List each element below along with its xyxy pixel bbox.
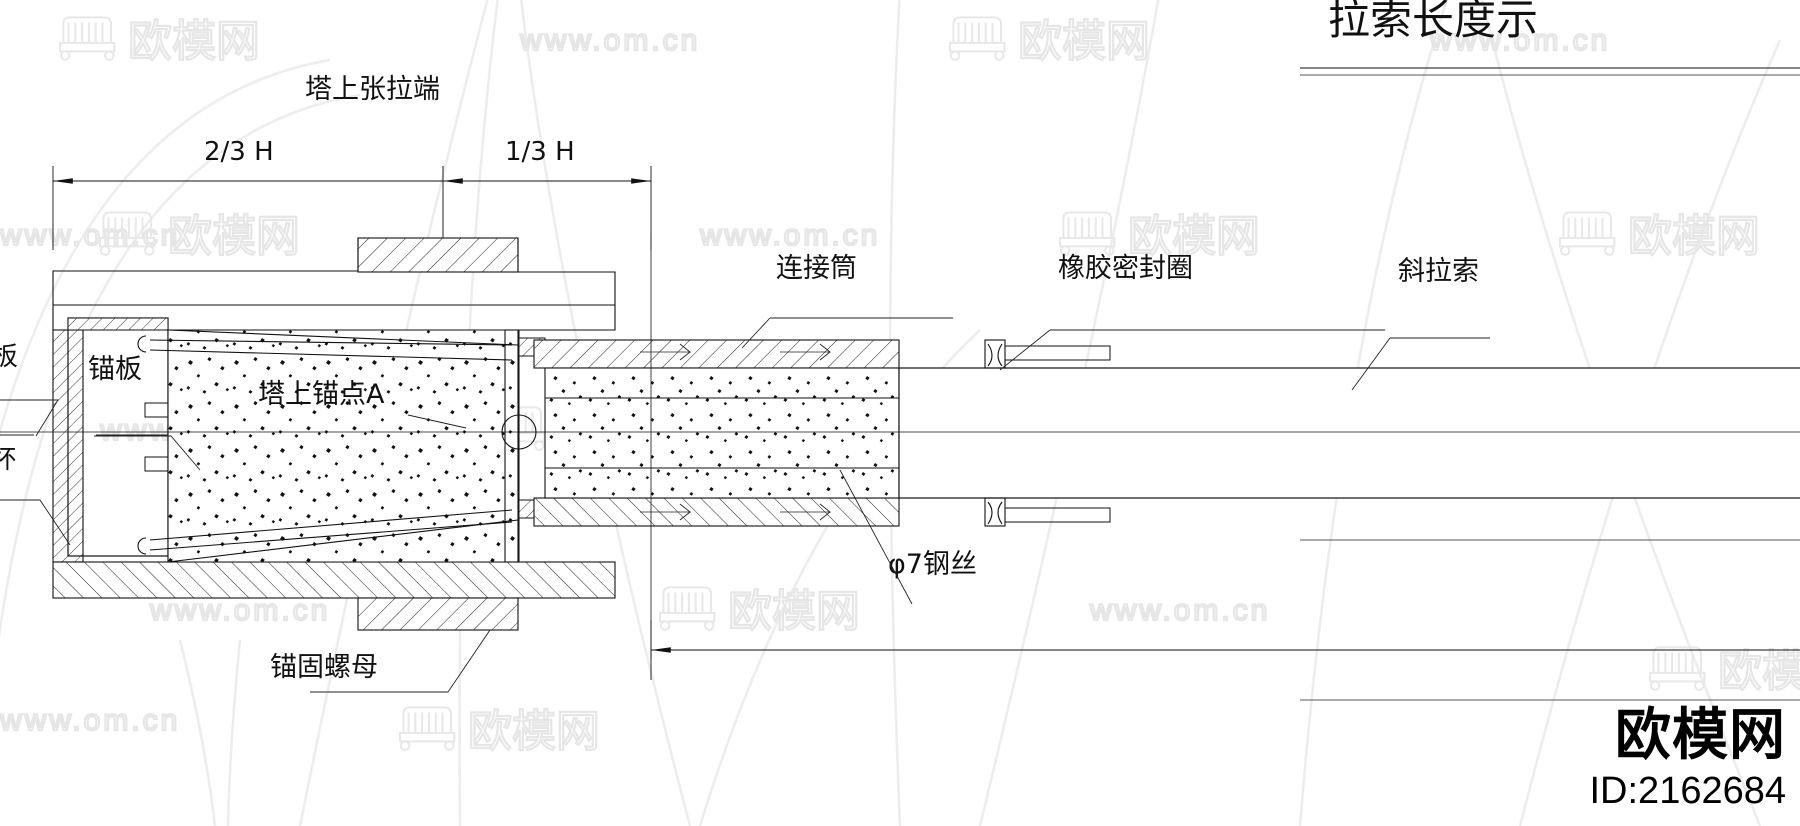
- annotation-text-anchor-point: 塔上锚点A: [258, 379, 385, 410]
- watermark-brand-text: 欧模网: [168, 212, 300, 261]
- anchor-cup-left: [52, 329, 616, 631]
- watermark-tile: www.om.cn: [698, 218, 880, 253]
- annotation-rubber-seal: 橡胶密封圈: [999, 253, 1385, 371]
- drawing-title: 拉索长度示: [1300, 0, 1800, 76]
- annotation-text-anchor-cup-cut: 杯: [0, 445, 16, 475]
- watermark-brand-text: 欧模网: [1628, 212, 1760, 261]
- watermark-brand-text: 欧模网: [128, 17, 260, 66]
- asset-id-text: ID:2162684: [1589, 770, 1787, 812]
- watermark-tile: www.om.cn: [1428, 23, 1610, 58]
- watermark-url-text: www.om.cn: [699, 219, 880, 252]
- watermark-url-text: www.om.cn: [1429, 24, 1610, 57]
- watermark-url-text: www.om.cn: [519, 24, 700, 57]
- drawing-title-text: 拉索长度示: [1328, 0, 1538, 44]
- watermark-url-text: www.om.cn: [0, 704, 180, 737]
- watermark-url-text: www.om.cn: [149, 594, 330, 627]
- annotation-steel-wire: φ7钢丝: [839, 469, 977, 605]
- annotation-anchor-point: 塔上锚点A: [258, 379, 467, 429]
- watermark-brand-text: 欧模网: [1718, 647, 1800, 696]
- concrete-fill-taper: [137, 329, 519, 563]
- watermark-tile: www.om.cn: [148, 593, 330, 628]
- dimension-label-one-third: 1/3 H: [505, 137, 575, 167]
- asset-id: ID:2162684: [1590, 772, 1787, 810]
- annotation-text-stay-cable: 斜拉索: [1398, 256, 1479, 287]
- anchorage-housing-upper: [52, 237, 616, 331]
- annotation-connector-tube: 连接筒: [741, 253, 953, 349]
- cable-sheath-pipe: [898, 367, 1800, 499]
- annotation-anchor-plate-leader: [96, 435, 201, 471]
- site-logo-text: 欧模网: [1615, 703, 1786, 768]
- connector-tube: [533, 339, 900, 527]
- watermark-tile: 欧模网: [58, 16, 261, 67]
- dimension-line-group: 2/3 H 1/3 H: [52, 137, 652, 250]
- bottom-dimension-line: [650, 620, 1800, 701]
- annotation-anchor-cup-cut: 杯: [0, 445, 71, 546]
- watermark-tile: 欧模网: [658, 586, 861, 637]
- annotation-stay-cable: 斜拉索: [1351, 256, 1490, 391]
- watermark-tile: 欧模网: [948, 16, 1151, 67]
- annotation-text-steel-wire: φ7钢丝: [888, 549, 977, 580]
- site-logo: 欧模网: [1615, 708, 1786, 764]
- saddle-block-top: [357, 237, 519, 273]
- annotation-text-anchor-plate: 锚板: [88, 354, 142, 385]
- construction-lines: [442, 166, 1800, 660]
- grout-fill-tube: [544, 367, 900, 499]
- label-tower-tension-end: 塔上张拉端: [305, 74, 440, 105]
- watermark-tile: 欧模网: [1558, 211, 1761, 262]
- annotation-text-anchor-plate-cut: 板: [0, 342, 18, 372]
- annotation-text-rubber-seal: 橡胶密封圈: [1058, 253, 1193, 284]
- watermark-brand-text: 欧模网: [468, 707, 600, 756]
- watermark-brand-text: 欧模网: [1128, 212, 1260, 261]
- watermark-tile: www.om.cn: [1088, 593, 1270, 628]
- annotation-anchor-plate: 锚板: [88, 354, 170, 437]
- watermark-brand-text: 欧模网: [1018, 17, 1150, 66]
- annotation-anchor-nut: 锚固螺母: [270, 629, 491, 693]
- watermark-tile: www.om.cn: [0, 703, 180, 738]
- dimension-label-two-thirds: 2/3 H: [204, 137, 274, 167]
- annotation-anchor-plate-cut: 板: [0, 342, 59, 437]
- watermark-brand-text: 欧模网: [728, 587, 860, 636]
- watermark-tile: 欧模网: [98, 211, 301, 262]
- watermark-url-text: www.om.cn: [1089, 594, 1270, 627]
- watermark-tile: 欧模网: [1648, 646, 1800, 697]
- watermark-tile: 欧模网: [1058, 211, 1261, 262]
- watermark-tile: 欧模网: [398, 706, 601, 757]
- rubber-seal-ring: [984, 339, 1111, 527]
- annotation-text-connector-tube: 连接筒: [776, 253, 857, 284]
- watermark-tile: www.om.cn: [518, 23, 700, 58]
- annotation-text-anchor-nut: 锚固螺母: [270, 652, 378, 683]
